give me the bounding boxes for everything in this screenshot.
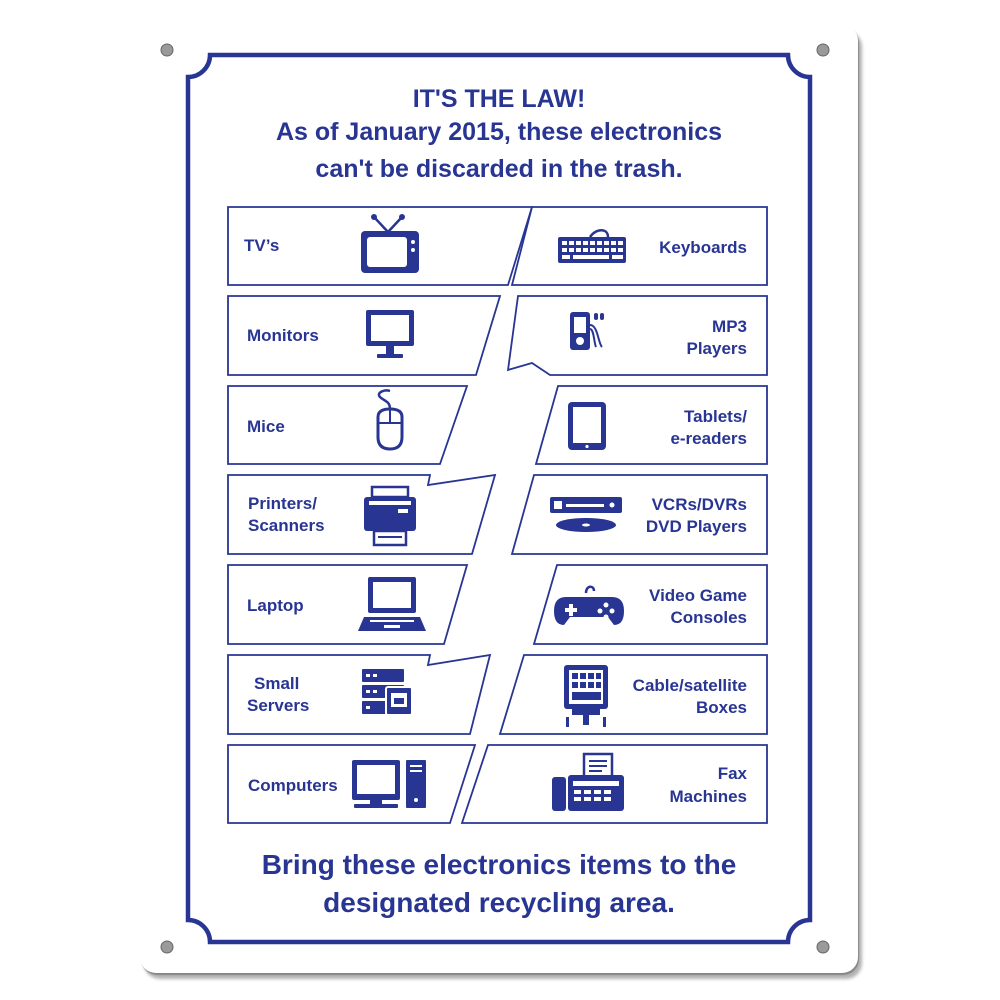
svg-text:DVD Players: DVD Players (646, 517, 747, 536)
keyboard-icon (558, 229, 626, 263)
mounting-hole-icon (816, 43, 830, 57)
recycling-sign: IT'S THE LAW! As of January 2015, these … (140, 25, 858, 973)
svg-text:Video Game: Video Game (649, 586, 747, 605)
svg-text:Computers: Computers (248, 776, 338, 795)
left-item-monitors: Monitors (227, 295, 502, 376)
tablet-icon (568, 402, 606, 450)
left-item-small-servers: Small Servers (227, 653, 492, 735)
tv-icon (361, 214, 419, 273)
computer-icon (352, 760, 426, 808)
monitor-icon (366, 310, 414, 358)
title-subline-1: As of January 2015, these electronics (276, 118, 722, 146)
right-item-keyboards: Keyboards (510, 206, 768, 286)
svg-text:VCRs/DVRs: VCRs/DVRs (652, 495, 747, 514)
mounting-hole-icon (816, 940, 830, 954)
footer-line-2: designated recycling area. (323, 887, 675, 918)
svg-text:Small: Small (254, 674, 299, 693)
sign-artwork: IT'S THE LAW! As of January 2015, these … (160, 43, 830, 954)
svg-text:Mice: Mice (247, 417, 285, 436)
svg-text:Keyboards: Keyboards (659, 238, 747, 257)
right-item-tablets-ereaders: Tablets/ e-readers (534, 385, 768, 465)
right-item-fax-machines: Fax Machines (460, 744, 768, 824)
game-controller-icon (554, 585, 624, 625)
svg-text:TV’s: TV’s (244, 236, 279, 255)
mounting-hole-icon (160, 940, 174, 954)
svg-text:Boxes: Boxes (696, 698, 747, 717)
right-item-mp3-players: MP3 Players (506, 295, 768, 376)
cable-box-icon (564, 665, 608, 727)
svg-text:Laptop: Laptop (247, 596, 304, 615)
printer-icon (364, 485, 416, 547)
svg-text:Fax: Fax (718, 764, 748, 783)
title-heading: IT'S THE LAW! (413, 85, 586, 113)
laptop-icon (358, 577, 426, 631)
left-item-laptop: Laptop (227, 564, 469, 645)
svg-text:MP3: MP3 (712, 317, 747, 336)
svg-text:Machines: Machines (670, 787, 747, 806)
footer-line-1: Bring these electronics items to the (262, 849, 737, 880)
mp3-player-icon (570, 312, 604, 350)
svg-text:e-readers: e-readers (670, 429, 747, 448)
svg-text:Printers/: Printers/ (248, 494, 317, 513)
server-icon (362, 669, 413, 716)
fax-machine-icon (552, 752, 624, 811)
right-item-vcrs-dvd-players: VCRs/DVRs DVD Players (510, 474, 768, 555)
mouse-icon (376, 389, 404, 451)
right-item-cable-satellite-boxes: Cable/satellite Boxes (498, 654, 768, 735)
svg-text:Scanners: Scanners (248, 516, 325, 535)
dvd-player-icon (550, 497, 622, 532)
right-item-video-game-consoles: Video Game Consoles (532, 564, 768, 645)
left-item-mice: Mice (227, 385, 469, 465)
title-subline-2: can't be discarded in the trash. (315, 155, 682, 183)
left-item-printers-scanners: Printers/ Scanners (227, 473, 497, 555)
mounting-hole-icon (160, 43, 174, 57)
svg-text:Consoles: Consoles (670, 608, 747, 627)
svg-text:Tablets/: Tablets/ (684, 407, 747, 426)
svg-text:Players: Players (687, 339, 748, 358)
sign-border (185, 52, 813, 945)
left-item-computers: Computers (227, 744, 477, 824)
svg-text:Cable/satellite: Cable/satellite (633, 676, 747, 695)
left-item-tvs: TV’s (227, 206, 534, 286)
svg-text:Monitors: Monitors (247, 326, 319, 345)
svg-text:Servers: Servers (247, 696, 309, 715)
